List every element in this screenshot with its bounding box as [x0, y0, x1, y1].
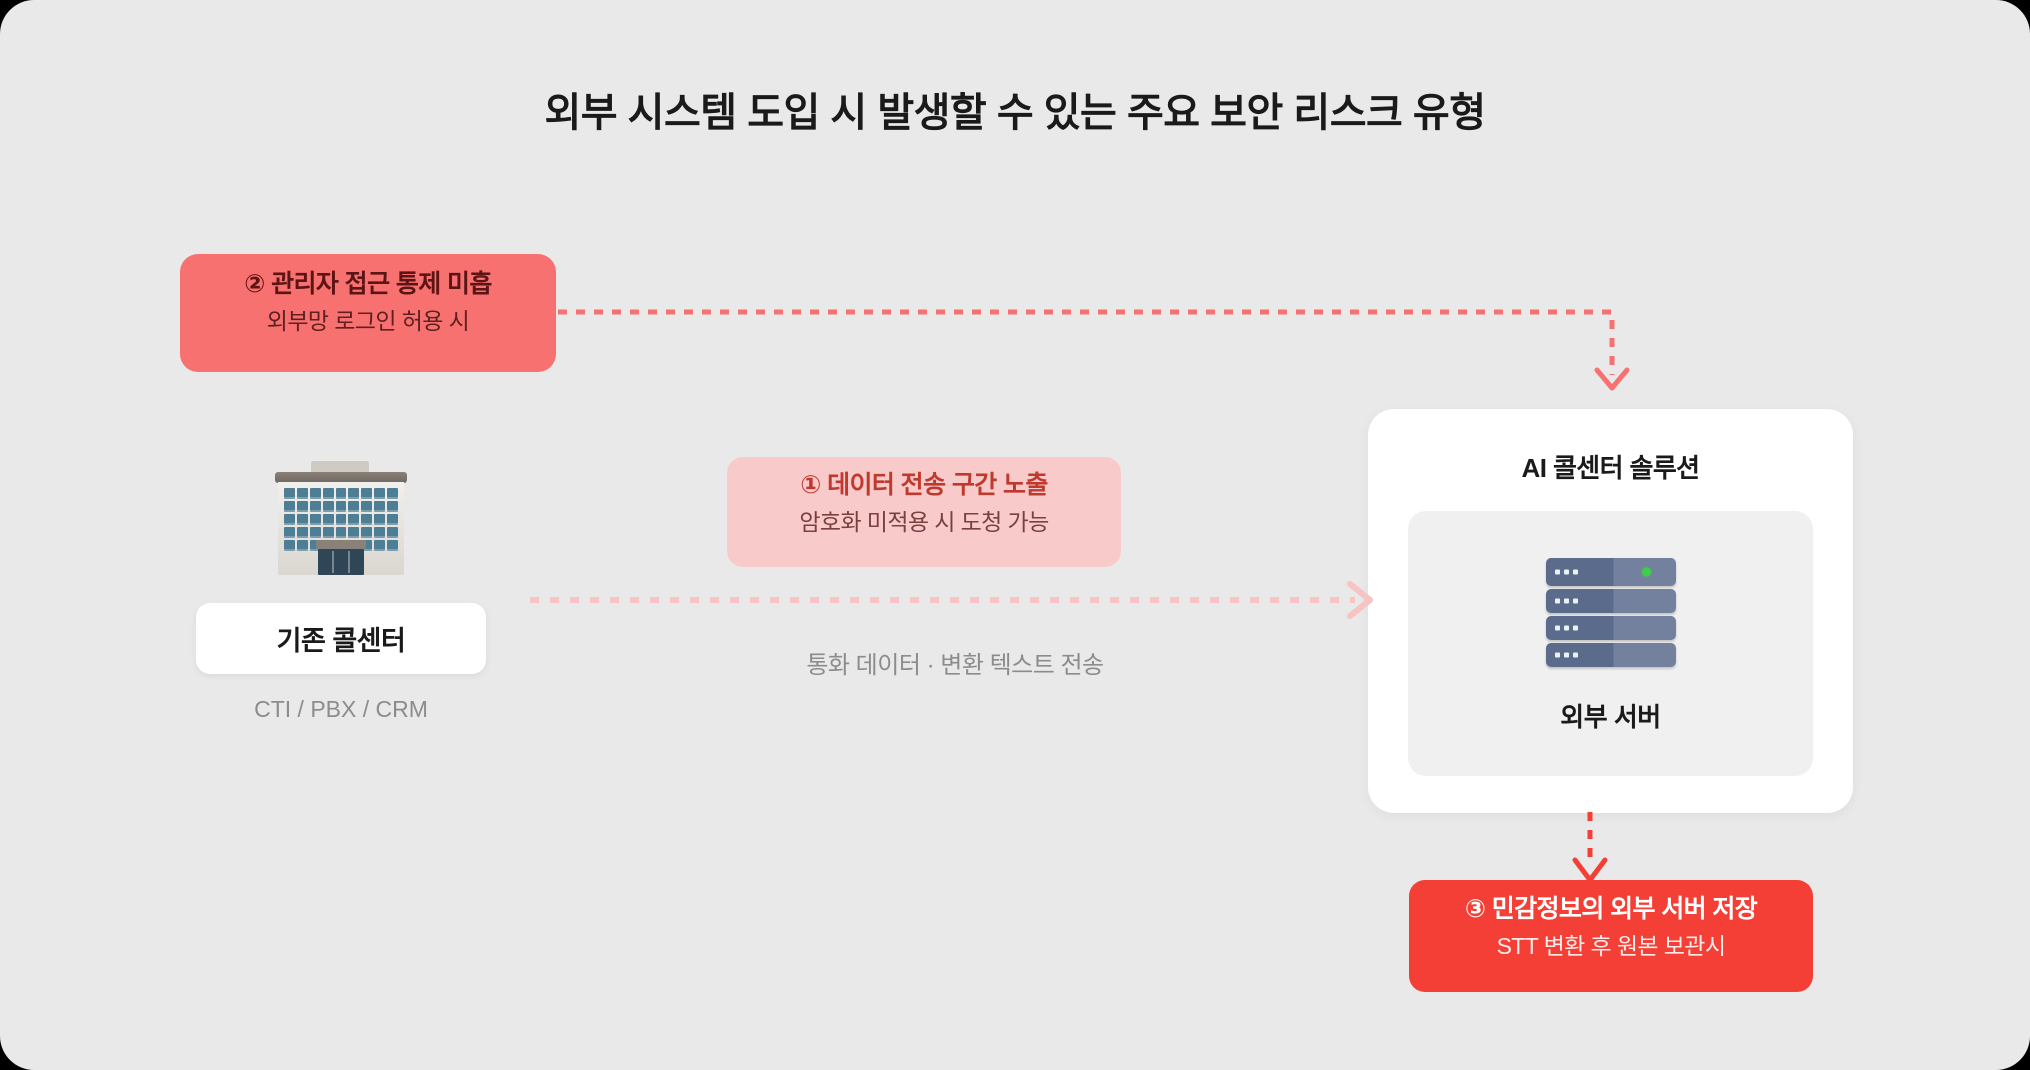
server-rack-icon [1545, 558, 1676, 670]
connector-data-flow [530, 581, 1373, 619]
data-flow-label: 통화 데이터 · 변환 텍스트 전송 [806, 652, 1104, 679]
risk-badge-transmission-heading: ① 데이터 전송 구간 노출 [800, 471, 1048, 499]
risk-badge-storage-subtext: STT 변환 후 원본 보관시 [1496, 932, 1726, 959]
node-existing-call-center: 기존 콜센터 CTI / PBX / CRM [196, 455, 486, 723]
call-center-label: 기존 콜센터 [196, 603, 486, 674]
risk-badge-storage-heading: ③ 민감정보의 외부 서버 저장 [1464, 895, 1758, 923]
risk-badge-admin-heading: ② 관리자 접근 통제 미흡 [244, 270, 492, 298]
page-title: 외부 시스템 도입 시 발생할 수 있는 주요 보안 리스크 유형 [544, 91, 1486, 135]
call-center-sublabel: CTI / PBX / CRM [254, 696, 428, 722]
solution-title: AI 콜센터 솔루션 [1521, 453, 1701, 483]
connector-admin-to-solution [540, 309, 1630, 391]
external-server-panel: 외부 서버 [1408, 511, 1813, 776]
risk-badge-external-storage: ③ 민감정보의 외부 서버 저장 STT 변환 후 원본 보관시 [1409, 880, 1813, 992]
external-server-label: 외부 서버 [1560, 702, 1661, 732]
risk-badge-admin-subtext: 외부망 로그인 허용 시 [266, 307, 470, 334]
risk-badge-transmission-exposure: ① 데이터 전송 구간 노출 암호화 미적용 시 도청 가능 [727, 457, 1121, 567]
risk-badge-admin-access: ② 관리자 접근 통제 미흡 외부망 로그인 허용 시 [180, 254, 556, 372]
node-ai-callcenter-solution: AI 콜센터 솔루션 외부 서버 [1368, 409, 1853, 813]
office-building-icon [196, 455, 486, 585]
risk-badge-transmission-subtext: 암호화 미적용 시 도청 가능 [799, 508, 1049, 535]
